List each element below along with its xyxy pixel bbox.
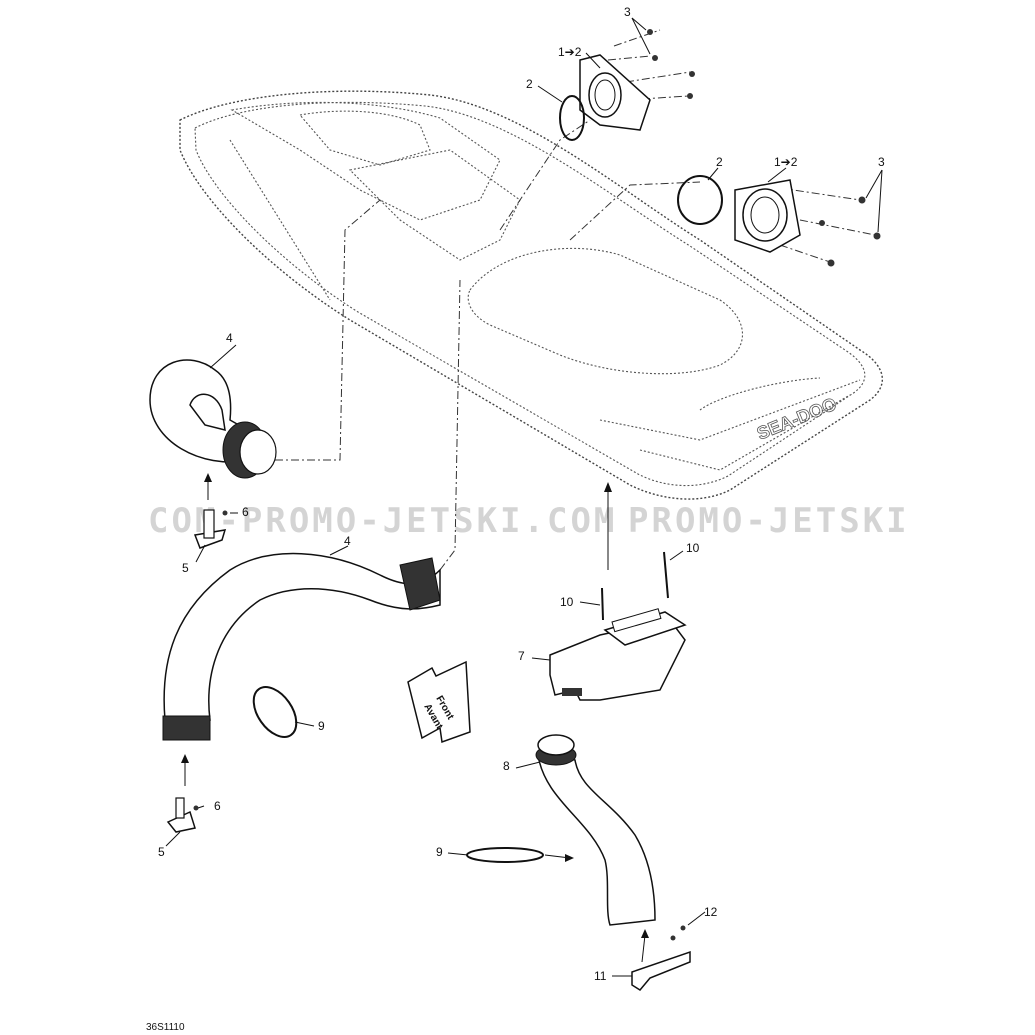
gasket-ring-right [677,175,723,225]
lower-bracket [166,754,199,833]
rear-hose [535,734,656,926]
callout-2-top: 2 [526,77,533,91]
lower-hose [162,552,441,741]
callout-9-left: 9 [318,719,325,733]
upper-hose [149,359,277,479]
callout-6-upper: 6 [242,505,249,519]
outlet-duct [549,482,687,701]
hull-body: SEA-DOO [179,90,883,500]
callout-3-top: 3 [624,5,631,19]
callout-4-lower: 4 [344,534,351,548]
callout-7: 7 [518,649,525,663]
gasket-ring-top [559,95,585,141]
callout-5-upper: 5 [182,561,189,575]
hull-logo: SEA-DOO [754,394,839,444]
watermark-left: COM-PROMO-JETSKI.COM [148,501,617,541]
callout-8: 8 [503,759,510,773]
leader-lines [165,17,883,977]
callout-3-right: 3 [878,155,885,169]
assembly-lines [275,29,876,571]
callout-1-2-right: 1➔2 [774,155,798,169]
callout-10-right: 10 [686,541,700,555]
watermark-right: PROMO-JETSKI [628,501,910,541]
rear-bracket [631,925,691,991]
upper-vent-assembly [559,29,695,141]
callouts: 3 1➔2 2 2 1➔2 3 4 6 5 4 10 10 7 9 8 6 5 … [158,5,885,983]
drawing-code: 36S1110 [146,1022,185,1033]
clamp-left [252,686,298,738]
front-direction-arrow: Front Avant [407,660,471,744]
callout-11: 11 [594,969,607,983]
callout-5-lower: 5 [158,845,165,859]
callout-4-upper: 4 [226,331,233,345]
right-vent-assembly [677,175,881,267]
callout-2-right: 2 [716,155,723,169]
watermark: COM-PROMO-JETSKI.COM PROMO-JETSKI [148,501,910,541]
clamp-lower [466,847,574,863]
callout-10-left: 10 [560,595,574,609]
callout-12: 12 [704,905,718,919]
upper-bracket [193,473,228,549]
callout-9-lower: 9 [436,845,443,859]
callout-1-2-top: 1➔2 [558,45,582,59]
callout-6-lower: 6 [214,799,221,813]
